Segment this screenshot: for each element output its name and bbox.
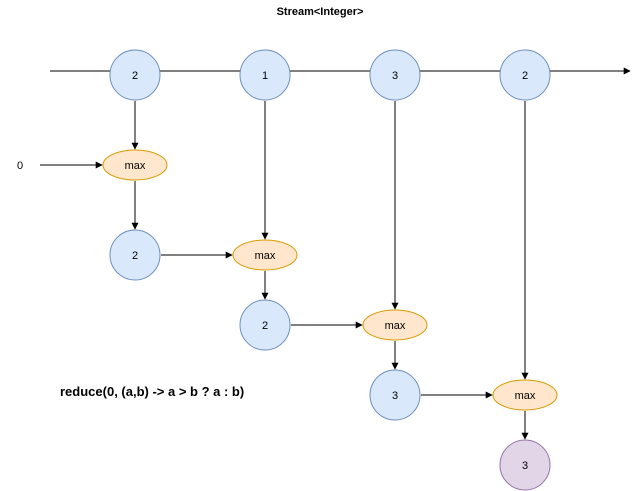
accumulator-node: 2 <box>239 299 291 351</box>
result-label: 3 <box>522 460 528 472</box>
max-op-node: max <box>102 149 168 181</box>
max-op-label: max <box>125 160 146 172</box>
max-op-label: max <box>385 320 406 332</box>
stream-node: 3 <box>369 49 421 101</box>
stream-node: 1 <box>239 49 291 101</box>
stream-node: 2 <box>109 49 161 101</box>
max-op-node: max <box>232 239 298 271</box>
max-op-label: max <box>255 250 276 262</box>
stream-node-label: 1 <box>262 70 268 82</box>
initial-value-label: 0 <box>17 160 23 172</box>
accumulator-label: 2 <box>262 320 268 332</box>
stream-node-label: 3 <box>392 70 398 82</box>
max-op-label: max <box>515 390 536 402</box>
stream-node: 2 <box>499 49 551 101</box>
accumulator-label: 2 <box>132 250 138 262</box>
reduce-formula: reduce(0, (a,b) -> a > b ? a : b) <box>60 384 244 399</box>
accumulator-node: 2 <box>109 229 161 281</box>
stream-node-label: 2 <box>132 70 138 82</box>
result-node: 3 <box>499 439 551 491</box>
max-op-node: max <box>492 379 558 411</box>
stream-node-label: 2 <box>522 70 528 82</box>
accumulator-node: 3 <box>369 369 421 421</box>
diagram-title: Stream<Integer> <box>277 6 364 18</box>
accumulator-label: 3 <box>392 390 398 402</box>
max-op-node: max <box>362 309 428 341</box>
